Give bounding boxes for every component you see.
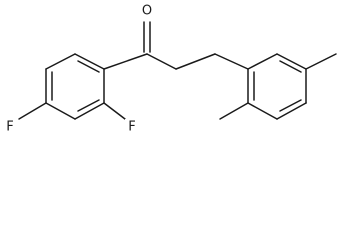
difluorophenyl-ring [45, 53, 105, 120]
c-f-bond-ortho [103, 102, 126, 120]
ring-a-bond [45, 53, 76, 70]
ring-b-double-bond [279, 99, 302, 112]
fluorine-ortho-label-backing [125, 119, 139, 136]
aryl-carbonyl-bond [103, 53, 148, 70]
ring-b-double-bond [279, 60, 302, 73]
benzyl-bond [214, 53, 249, 70]
alkyl-bond [146, 53, 177, 70]
ring-b-bond [247, 53, 278, 70]
oxygen-atom-label: O [142, 4, 152, 19]
methyl-bond-para [305, 53, 337, 70]
molecule-skeleton: O F F [3, 1, 337, 136]
ring-a-bond [74, 53, 105, 70]
fluorine-para-label-backing [3, 119, 17, 136]
dimethylphenyl-ring [247, 53, 307, 120]
fluorine-para-atom-label: F [6, 120, 13, 135]
alkyl-bond [175, 53, 216, 70]
chemical-structure-figure: O F F [3, 1, 337, 136]
c-f-bond-para [18, 102, 47, 120]
ring-a-double-bond [77, 99, 100, 112]
ring-b-bond [247, 102, 278, 120]
ring-a-bond [74, 102, 105, 120]
ring-b-bond [276, 102, 307, 120]
fluorine-ortho-atom-label: F [128, 120, 135, 135]
ring-a-bond [45, 102, 76, 120]
methyl-bond-ortho [219, 102, 249, 120]
oxygen-label-backing [140, 1, 154, 19]
ring-b-bond [276, 53, 307, 70]
ring-a-double-bond [77, 60, 100, 73]
